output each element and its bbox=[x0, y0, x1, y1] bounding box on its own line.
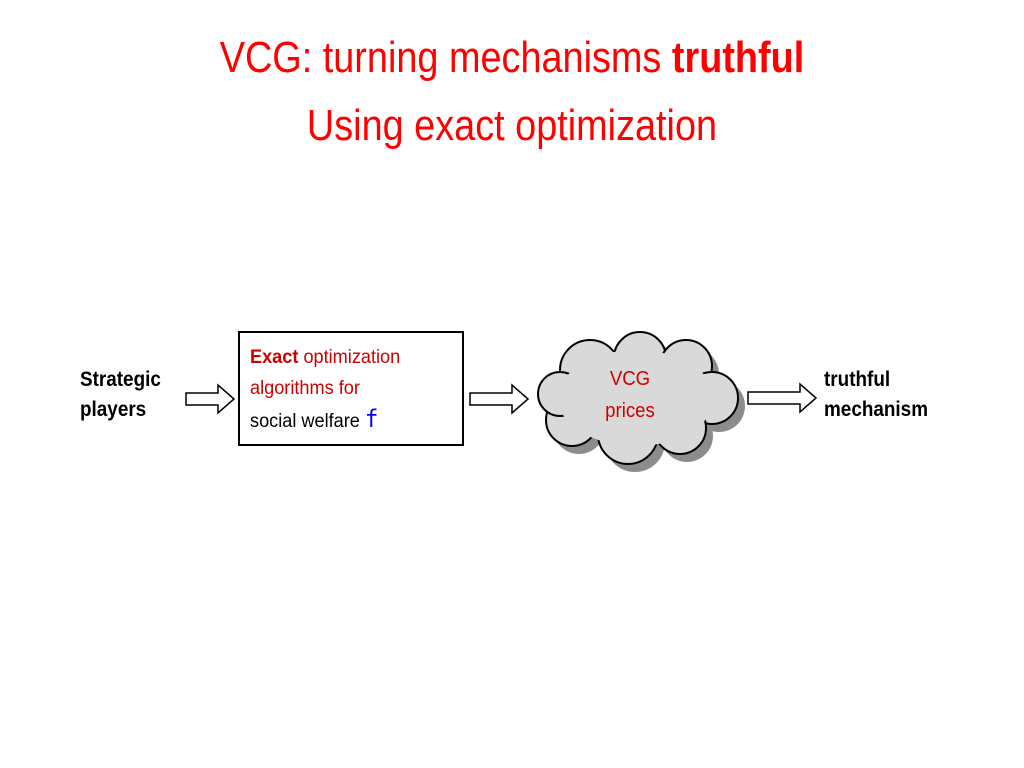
strategic-players-label: Strategic players bbox=[80, 365, 161, 425]
truthful-mechanism-label: truthful mechanism bbox=[824, 365, 928, 425]
cloud-label-line1: VCG bbox=[609, 368, 651, 390]
algorithm-box-line3: social welfare f bbox=[250, 404, 378, 437]
cloud-label-line2: prices bbox=[605, 400, 655, 422]
input-label-line2: players bbox=[80, 398, 147, 421]
algorithm-box-line1: Exact optimization bbox=[250, 342, 400, 373]
arrow-algorithm-to-cloud bbox=[469, 383, 530, 415]
slide-title-line2: Using exact optimization bbox=[306, 101, 718, 150]
algorithm-box-line1-rest: optimization bbox=[303, 346, 401, 368]
algorithm-box-line2: algorithms for bbox=[250, 377, 360, 399]
cloud-shape bbox=[537, 331, 739, 465]
output-label-line1: truthful bbox=[824, 368, 891, 391]
optimization-algorithm-box: Exact optimization algorithms for social… bbox=[238, 331, 464, 446]
output-label-line2: mechanism bbox=[824, 398, 929, 421]
function-f-symbol: f bbox=[364, 405, 379, 433]
social-welfare-text: social welfare bbox=[250, 410, 360, 432]
title-prefix: VCG: turning mechanisms bbox=[219, 33, 662, 82]
arrow-players-to-algorithm bbox=[185, 383, 236, 415]
arrow-cloud-to-mechanism bbox=[747, 382, 818, 414]
input-label-line1: Strategic bbox=[80, 368, 161, 391]
exact-keyword: Exact bbox=[250, 346, 299, 368]
title-emphasis: truthful bbox=[671, 33, 805, 82]
slide-title-line1: VCG: turning mechanisms truthful bbox=[72, 36, 953, 80]
